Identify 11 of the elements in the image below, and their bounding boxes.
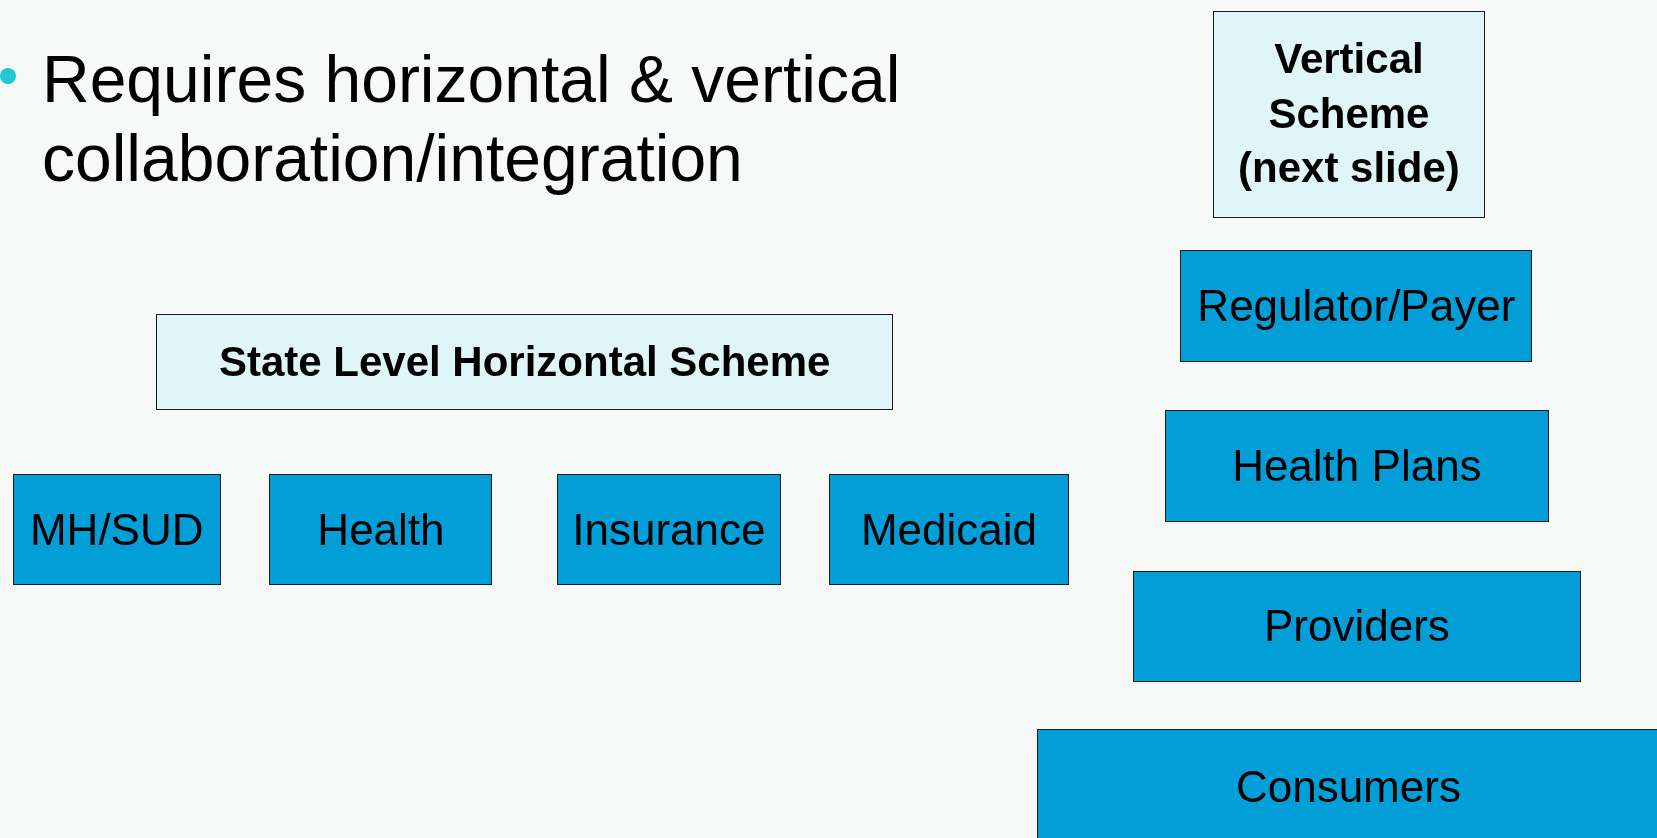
- scheme-title-box: Vertical Scheme (next slide): [1213, 10, 1485, 218]
- stakeholder-box: Providers: [1132, 570, 1581, 682]
- stakeholder-box: Insurance: [556, 474, 781, 586]
- stakeholder-box: Health: [269, 474, 493, 586]
- scheme-title-box: State Level Horizontal Scheme: [156, 313, 893, 410]
- stakeholder-box: Regulator/Payer: [1180, 250, 1533, 363]
- stakeholder-box: MH/SUD: [12, 474, 221, 586]
- stakeholder-box: Medicaid: [828, 474, 1070, 586]
- bullet-text: Requires horizontal & vertical collaboration/integration: [42, 41, 902, 198]
- stakeholder-box: Health Plans: [1164, 410, 1550, 523]
- stakeholder-box: Consumers: [1036, 729, 1657, 838]
